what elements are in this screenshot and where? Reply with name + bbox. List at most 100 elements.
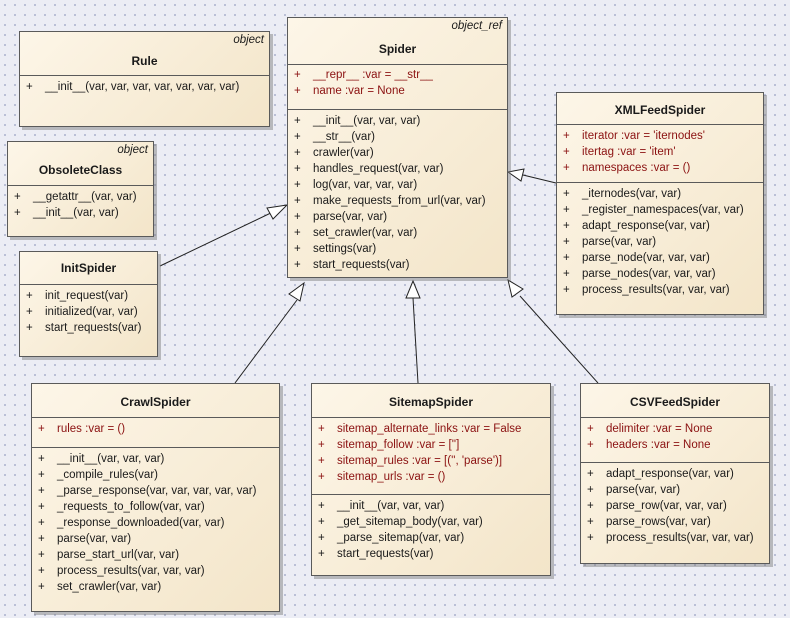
operation: +parse(var, var)	[587, 484, 681, 496]
arrowhead-initspider	[266, 204, 289, 220]
class-header: CSVFeedSpider	[581, 384, 769, 418]
attribute: +rules :var = ()	[38, 423, 126, 435]
operation: +adapt_response(var, var)	[587, 468, 734, 480]
stereotype: object_ref	[451, 20, 502, 32]
operation: +make_requests_from_url(var, var)	[294, 195, 486, 207]
attribute: +name :var = None	[294, 85, 405, 97]
operation: +__init__(var, var)	[14, 207, 119, 219]
operation: +parse_node(var, var, var)	[563, 252, 710, 264]
operations-list: +_iternodes(var, var) +_register_namespa…	[557, 183, 763, 301]
class-name: CrawlSpider	[120, 395, 191, 409]
attributes-list: +sitemap_alternate_links :var = False +s…	[312, 418, 550, 495]
operation: +log(var, var, var, var)	[294, 179, 418, 191]
attribute: +itertag :var = 'item'	[563, 146, 676, 158]
arrowhead-sitemapspider	[405, 279, 421, 299]
attributes-list: +rules :var = ()	[32, 418, 279, 448]
link-sitemapspider-spider	[412, 297, 419, 384]
operation: +__init__(var, var, var)	[38, 453, 165, 465]
operation: +process_results(var, var, var)	[587, 532, 754, 544]
class-header: InitSpider	[20, 252, 157, 285]
class-crawlspider[interactable]: CrawlSpider +rules :var = () +__init__(v…	[31, 383, 280, 612]
operations-list: +adapt_response(var, var) +parse(var, va…	[581, 463, 769, 549]
operations-list: +__getattr__(var, var) +__init__(var, va…	[8, 186, 153, 224]
operation: +init_request(var)	[26, 290, 129, 302]
class-header: CrawlSpider	[32, 384, 279, 418]
operation: +_iternodes(var, var)	[563, 188, 682, 200]
class-header: SitemapSpider	[312, 384, 550, 418]
class-name: SitemapSpider	[388, 395, 474, 409]
attribute: +delimiter :var = None	[587, 423, 713, 435]
operations-list: +__init__(var, var, var, var, var, var, …	[20, 76, 269, 98]
operation: +__init__(var, var, var)	[318, 500, 445, 512]
attributes-list: +__repr__ :var = __str__ +name :var = No…	[288, 65, 507, 110]
operation: +_get_sitemap_body(var, var)	[318, 516, 483, 528]
operation: +_compile_rules(var)	[38, 469, 158, 481]
operation: +_response_downloaded(var, var)	[38, 517, 225, 529]
operation: +settings(var)	[294, 243, 377, 255]
attributes-list: +iterator :var = 'iternodes' +itertag :v…	[557, 125, 763, 183]
operation: +__str__(var)	[294, 131, 375, 143]
operation: +_register_namespaces(var, var)	[563, 204, 744, 216]
operations-list: +__init__(var, var, var) +__str__(var) +…	[288, 110, 507, 276]
operation: +_parse_response(var, var, var, var, var…	[38, 485, 257, 497]
class-sitemapspider[interactable]: SitemapSpider +sitemap_alternate_links :…	[311, 383, 551, 576]
arrowhead-xmlfeedspider	[506, 168, 525, 182]
stereotype: object	[233, 34, 264, 46]
operation: +parse(var, var)	[563, 236, 657, 248]
arrowhead-csvfeedspider	[507, 278, 524, 298]
class-header: object ObsoleteClass	[8, 142, 153, 186]
operation: +process_results(var, var, var)	[38, 565, 205, 577]
class-name: ObsoleteClass	[38, 163, 123, 177]
link-crawlspider-spider	[234, 299, 298, 384]
class-header: object Rule	[20, 32, 269, 76]
operation: +crawler(var)	[294, 147, 374, 159]
operation: +_requests_to_follow(var, var)	[38, 501, 205, 513]
class-name: Spider	[378, 42, 417, 56]
attribute: +namespaces :var = ()	[563, 162, 691, 174]
class-name: XMLFeedSpider	[614, 103, 706, 117]
link-initspider-spider	[159, 209, 278, 267]
operations-list: +init_request(var) +initialized(var, var…	[20, 285, 157, 339]
operation: +set_crawler(var, var)	[294, 227, 418, 239]
operation: +parse_nodes(var, var, var)	[563, 268, 716, 280]
operation: +parse_start_url(var, var)	[38, 549, 180, 561]
arrowhead-crawlspider	[288, 281, 305, 302]
operations-list: +__init__(var, var, var) +_compile_rules…	[32, 448, 279, 598]
attribute: +headers :var = None	[587, 439, 711, 451]
operation: +_parse_sitemap(var, var)	[318, 532, 465, 544]
class-initspider[interactable]: InitSpider +init_request(var) +initializ…	[19, 251, 158, 357]
class-csvfeedspider[interactable]: CSVFeedSpider +delimiter :var = None +he…	[580, 383, 770, 564]
operation: +start_requests(var)	[294, 259, 410, 271]
stereotype: object	[117, 144, 148, 156]
operation: +parse(var, var)	[294, 211, 388, 223]
operation: +__getattr__(var, var)	[14, 191, 137, 203]
class-xmlfeedspider[interactable]: XMLFeedSpider +iterator :var = 'iternode…	[556, 92, 764, 315]
operation: +adapt_response(var, var)	[563, 220, 710, 232]
operation: +handles_request(var, var)	[294, 163, 444, 175]
class-name: CSVFeedSpider	[629, 395, 721, 409]
operation: +parse_rows(var, var)	[587, 516, 711, 528]
class-name: InitSpider	[60, 261, 117, 275]
class-rule[interactable]: object Rule +__init__(var, var, var, var…	[19, 31, 270, 127]
operations-list: +__init__(var, var, var) +_get_sitemap_b…	[312, 495, 550, 565]
operation: +start_requests(var)	[318, 548, 434, 560]
link-csvfeedspider-spider	[519, 295, 599, 384]
attribute: +sitemap_alternate_links :var = False	[318, 423, 522, 435]
attributes-list: +delimiter :var = None +headers :var = N…	[581, 418, 769, 463]
attribute: +sitemap_rules :var = [('', 'parse')]	[318, 455, 503, 467]
class-header: XMLFeedSpider	[557, 93, 763, 125]
operation: +__init__(var, var, var, var, var, var, …	[26, 81, 240, 93]
attribute: +sitemap_urls :var = ()	[318, 471, 446, 483]
operation: +initialized(var, var)	[26, 306, 138, 318]
class-spider[interactable]: object_ref Spider +__repr__ :var = __str…	[287, 17, 508, 278]
operation: +parse_row(var, var, var)	[587, 500, 727, 512]
operation: +__init__(var, var, var)	[294, 115, 421, 127]
operation: +parse(var, var)	[38, 533, 132, 545]
class-header: object_ref Spider	[288, 18, 507, 65]
operation: +set_crawler(var, var)	[38, 581, 162, 593]
attribute: +sitemap_follow :var = ['']	[318, 439, 460, 451]
link-xmlfeedspider-spider	[522, 174, 557, 184]
class-obsoleteclass[interactable]: object ObsoleteClass +__getattr__(var, v…	[7, 141, 154, 237]
attribute: +__repr__ :var = __str__	[294, 69, 433, 81]
operation: +start_requests(var)	[26, 322, 142, 334]
